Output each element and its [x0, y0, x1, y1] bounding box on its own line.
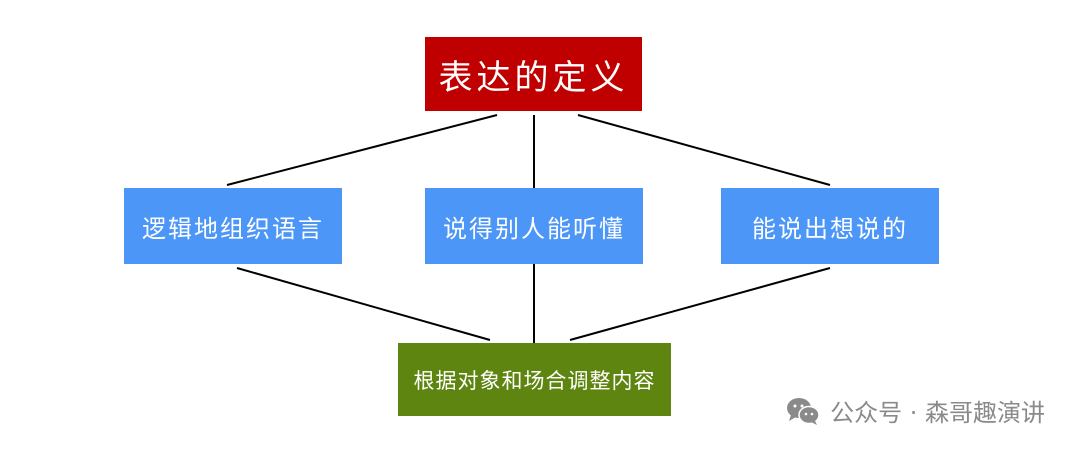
node-adjust-content-label: 根据对象和场合调整内容: [413, 368, 656, 393]
node-definition-title-label: 表达的定义: [438, 57, 629, 98]
wechat-icon: [787, 397, 820, 425]
node-organize-language-label: 逻辑地组织语言: [142, 214, 324, 243]
connector-top-to-mid-3: [577, 114, 831, 186]
node-say-what-you-mean: 能说出想说的: [721, 188, 939, 264]
node-adjust-content: 根据对象和场合调整内容: [398, 343, 671, 416]
watermark: 公众号 · 森哥趣演讲: [786, 393, 1045, 428]
node-understandable-label: 说得别人能听懂: [443, 214, 625, 243]
node-say-what-you-mean-label: 能说出想说的: [752, 214, 908, 243]
watermark-text: 公众号 · 森哥趣演讲: [830, 399, 1045, 427]
node-understandable: 说得别人能听懂: [425, 188, 643, 264]
connector-mid-3-to-bottom: [569, 267, 831, 341]
connector-mid-1-to-bottom: [236, 267, 491, 341]
node-definition-title: 表达的定义: [425, 37, 642, 111]
node-organize-language: 逻辑地组织语言: [124, 188, 342, 264]
connector-top-to-mid-1: [226, 114, 498, 186]
